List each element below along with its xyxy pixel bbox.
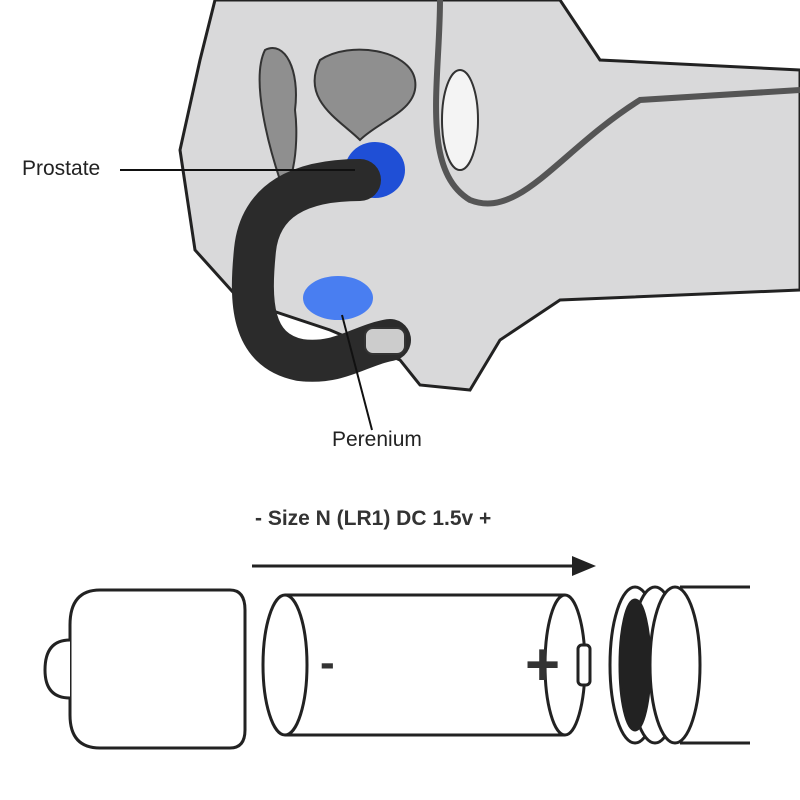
prostate-label: Prostate: [22, 157, 101, 180]
perenium-highlight: [303, 276, 373, 320]
battery-negative-end: [261, 593, 309, 737]
battery-minus-sign: -: [320, 638, 335, 687]
perenium-leader-line: [341, 314, 373, 431]
battery-illustration: [43, 556, 750, 750]
arrow-head-icon: [572, 556, 596, 576]
massager-device: [231, 159, 411, 382]
anatomy-illustration: [120, 0, 800, 431]
perenium-label: Perenium: [332, 428, 422, 451]
battery-spec-title: - Size N (LR1) DC 1.5v +: [255, 507, 492, 530]
battery-cover: [68, 588, 247, 750]
battery-cap: [364, 327, 406, 355]
battery-compartment-opening: [618, 598, 652, 732]
battery-plus-sign: +: [525, 631, 561, 698]
